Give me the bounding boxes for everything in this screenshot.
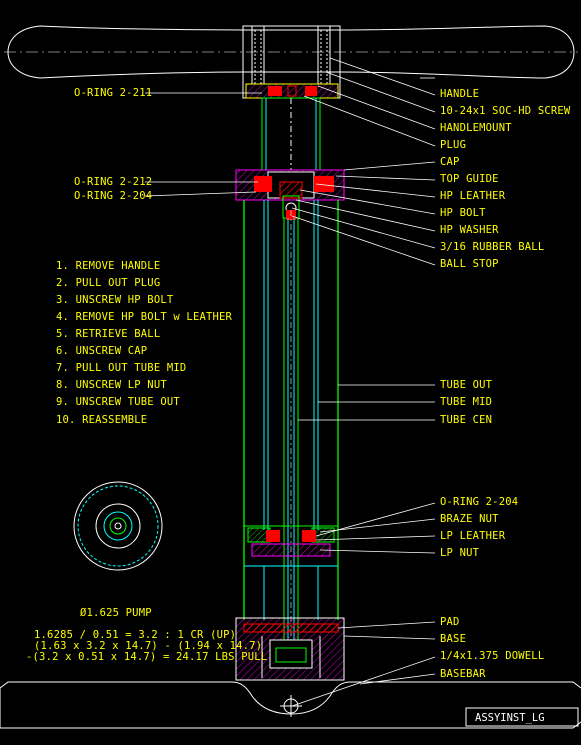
callout-pad: PAD: [440, 616, 460, 628]
callout-oring-211: O-RING 2-211: [74, 87, 152, 99]
plug: [245, 83, 339, 99]
callout-base: BASE: [440, 633, 466, 645]
callout-oring-212: O-RING 2-212: [74, 176, 152, 188]
instruction-step: 9. UNSCREW TUBE OUT: [56, 396, 180, 408]
lower-chamber: [263, 566, 319, 620]
callout-lp-leather: LP LEATHER: [440, 530, 506, 542]
callout-screw: 10-24x1 SOC-HD SCREW: [440, 105, 571, 117]
title-block-text: ASSYINST_LG: [475, 712, 545, 724]
instruction-step: 5. RETRIEVE BALL: [56, 328, 160, 340]
callout-handlemount: HANDLEMOUNT: [440, 122, 512, 134]
instruction-step: 4. REMOVE HP BOLT w LEATHER: [56, 311, 233, 323]
callout-rubber-ball: 3/16 RUBBER BALL: [440, 241, 544, 253]
calc-line: (1.63 x 3.2 x 14.7) - (1.94 x 14.7): [34, 640, 262, 652]
base: [235, 617, 345, 681]
instruction-step: 2. PULL OUT PLUG: [56, 277, 160, 289]
callout-braze-nut: BRAZE NUT: [440, 513, 499, 525]
callout-hp-bolt: HP BOLT: [440, 207, 486, 219]
title-block: [465, 707, 579, 727]
callouts-right: HANDLE 10-24x1 SOC-HD SCREW HANDLEMOUNT …: [440, 88, 571, 680]
leader-lines-right: [291, 57, 436, 707]
leader-lines-left: [144, 92, 262, 197]
disassembly-instructions: 1. REMOVE HANDLE 2. PULL OUT PLUG 3. UNS…: [56, 260, 233, 426]
pump-end-view: [73, 481, 163, 571]
callout-dowell: 1/4x1.375 DOWELL: [440, 650, 544, 662]
callout-hp-washer: HP WASHER: [440, 224, 499, 236]
instruction-step: 10. REASSEMBLE: [56, 414, 147, 426]
callout-ball-stop: BALL STOP: [440, 258, 499, 270]
callout-tube-cen: TUBE CEN: [440, 414, 492, 426]
callout-basebar: BASEBAR: [440, 668, 486, 680]
callout-tube-out: TUBE OUT: [440, 379, 493, 391]
callout-tube-mid: TUBE MID: [440, 396, 492, 408]
pump-size-label: Ø1.625 PUMP: [80, 607, 152, 619]
cap: [235, 169, 345, 220]
callout-top-guide: TOP GUIDE: [440, 173, 499, 185]
callout-oring-204-left: O-RING 2-204: [74, 190, 152, 202]
callout-lp-nut: LP NUT: [440, 547, 480, 559]
instruction-step: 8. UNSCREW LP NUT: [56, 379, 167, 391]
callout-oring-204-right: O-RING 2-204: [440, 496, 518, 508]
callout-cap: CAP: [440, 156, 460, 168]
callouts-left: O-RING 2-211 O-RING 2-212 O-RING 2-204: [74, 87, 152, 202]
instruction-step: 1. REMOVE HANDLE: [56, 260, 160, 272]
callout-handle: HANDLE: [440, 88, 479, 100]
calc-line: -(3.2 x 0.51 x 14.7) = 24.17 LBS PULL: [26, 651, 267, 663]
tube-cen: [283, 210, 299, 660]
upper-rod: [261, 97, 321, 171]
callout-hp-leather: HP LEATHER: [440, 190, 506, 202]
lp-assembly: [243, 525, 339, 567]
instruction-step: 6. UNSCREW CAP: [56, 345, 147, 357]
compression-calc: 1.6285 / 0.51 = 3.2 : 1 CR (UP) (1.63 x …: [26, 629, 267, 663]
instruction-step: 7. PULL OUT TUBE MID: [56, 362, 186, 374]
calc-line: 1.6285 / 0.51 = 3.2 : 1 CR (UP): [34, 629, 236, 641]
callout-plug: PLUG: [440, 139, 466, 151]
instruction-step: 3. UNSCREW HP BOLT: [56, 294, 174, 306]
tube-mid: [263, 200, 319, 530]
